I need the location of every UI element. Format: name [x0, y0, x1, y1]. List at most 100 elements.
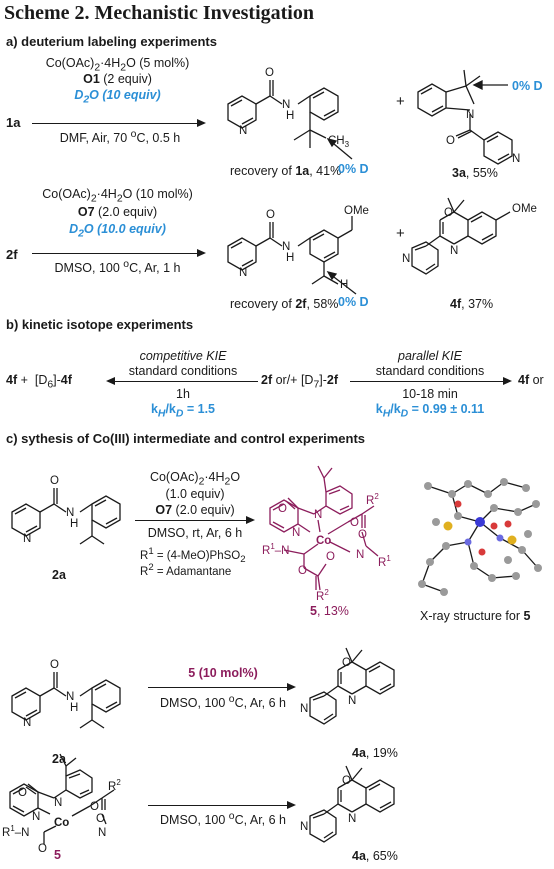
kie-competitive-condition: standard conditions — [128, 364, 238, 378]
svg-text:O: O — [96, 813, 105, 825]
rxn1-label-0d-b: 0% D — [512, 79, 543, 93]
svg-text:N: N — [282, 241, 290, 253]
rxn2-pointer-arrow — [326, 270, 357, 295]
structure-4f: O N OMe N — [402, 197, 537, 275]
atom-n-amide: N — [282, 99, 290, 111]
svg-text:Co: Co — [316, 535, 331, 547]
svg-text:CH3: CH3 — [328, 135, 350, 149]
svg-text:O: O — [38, 843, 47, 855]
svg-text:H: H — [70, 518, 78, 530]
atom-ome: OMe — [344, 205, 369, 217]
section-b-heading: b) kinetic isotope experiments — [6, 317, 194, 332]
rxn3-r2-definition: R2 = Adamantane — [140, 562, 232, 578]
rxn5-condition-solvent: DMSO, 100 oC, Ar, 6 h — [160, 811, 286, 828]
svg-text:O: O — [18, 787, 27, 799]
svg-text:O: O — [326, 551, 335, 563]
structure-2f: N O N H OMe H — [227, 205, 369, 291]
svg-text:R1–N: R1–N — [2, 824, 29, 839]
rxn1-condition-d2o: D2O (10 equiv) — [74, 88, 161, 106]
kie-parallel-title: parallel KIE — [398, 349, 462, 363]
rxn1-substrate-label: 1a — [6, 115, 21, 130]
kie-parallel-condition: standard conditions — [375, 364, 485, 378]
structure-3a: N O N — [417, 69, 520, 165]
svg-text:N: N — [348, 695, 356, 707]
rxn2-recovery-caption: recovery of 2f, 58% — [230, 297, 339, 311]
rxn4-arrow — [148, 682, 296, 691]
rxn2-product-caption: 4f, 37% — [450, 297, 494, 311]
kie-parallel-value: kH/kD = 0.99 ± 0.11 — [375, 402, 485, 420]
svg-text:O: O — [350, 517, 359, 529]
xray-caption: X-ray structure for 5 — [420, 609, 531, 623]
rxn5-substrate-label: 5 — [54, 848, 61, 862]
svg-text:N: N — [512, 153, 520, 165]
rxn1-pointer-arrow-b — [472, 79, 508, 91]
kie-left-products: 4f + [D6]-4f — [6, 373, 72, 391]
rxn3-product-caption: 5, 13% — [310, 604, 349, 618]
rxn1-product-caption: 3a, 55% — [452, 166, 498, 180]
rxn3-substrate-label: 2a — [52, 568, 66, 582]
svg-text:N: N — [32, 811, 40, 823]
svg-text:H: H — [70, 702, 78, 714]
xray-structure-image — [418, 478, 542, 596]
svg-text:N: N — [292, 527, 300, 539]
svg-text:O: O — [298, 565, 307, 577]
rxn2-condition-oxidant: O7 (2.0 equiv) — [77, 205, 158, 219]
structure-4a-middle: O N N — [300, 647, 395, 725]
svg-text:R1: R1 — [378, 554, 391, 569]
rxn2-plus: + — [396, 225, 405, 242]
svg-text:N: N — [356, 549, 364, 561]
svg-text:Co: Co — [54, 817, 69, 829]
svg-text:O: O — [266, 209, 275, 221]
kie-competitive-arrow — [106, 376, 258, 385]
svg-text:N: N — [98, 827, 106, 839]
atom-n-pyridine: N — [239, 125, 247, 137]
rxn5-product-caption: 4a, 65% — [352, 849, 398, 863]
structure-2a-middle: N O N H — [11, 659, 121, 729]
rxn2-label-0d: 0% D — [338, 295, 369, 309]
scheme-title: Scheme 2. Mechanistic Investigation — [4, 2, 314, 24]
svg-text:N: N — [66, 507, 74, 519]
svg-text:N: N — [300, 703, 308, 715]
svg-text:O: O — [50, 659, 59, 671]
svg-text:N: N — [300, 821, 308, 833]
svg-text:N: N — [23, 717, 31, 729]
rxn3-condition-solvent: DMSO, rt, Ar, 6 h — [147, 526, 243, 540]
rxn2-condition-solvent: DMSO, 100 oC, Ar, 1 h — [54, 259, 181, 276]
rxn1-condition-catalyst: Co(OAc)2·4H2O (5 mol%) — [45, 56, 190, 74]
svg-text:N: N — [66, 691, 74, 703]
section-c-heading: c) sythesis of Co(III) intermediate and … — [6, 431, 366, 446]
svg-text:N: N — [23, 533, 31, 545]
rxn2-substrate-label: 2f — [6, 247, 18, 262]
rxn2-condition-catalyst: Co(OAc)2·4H2O (10 mol%) — [42, 187, 193, 205]
svg-text:O: O — [358, 529, 367, 541]
rxn2-arrow — [32, 248, 206, 257]
svg-text:N: N — [450, 245, 458, 257]
section-a-heading: a) deuterium labeling experiments — [6, 34, 217, 49]
svg-text:O: O — [342, 657, 351, 669]
svg-text:H: H — [286, 252, 294, 264]
svg-text:N: N — [239, 267, 247, 279]
atom-o-carbonyl: O — [265, 67, 274, 79]
kie-parallel-arrow — [350, 376, 512, 385]
rxn2-condition-d2o: D2O (10.0 equiv) — [69, 222, 166, 240]
rxn4-product-caption: 4a, 19% — [352, 746, 398, 760]
svg-text:N: N — [54, 797, 62, 809]
structure-4a-bottom: O N N — [300, 765, 395, 843]
rxn3-condition-oxidant: O7 (2.0 equiv) — [155, 503, 235, 517]
rxn3-arrow — [135, 515, 255, 524]
structure-5-complex: O N N Co O R2 O N R1 R1–N O O R2 — [262, 465, 391, 603]
rxn4-condition-solvent: DMSO, 100 oC, Ar, 6 h — [160, 694, 286, 711]
svg-text:O: O — [90, 801, 99, 813]
rxn5-arrow — [148, 800, 296, 809]
structure-1a: N O N H CH3 — [227, 67, 350, 149]
kie-competitive-title: competitive KIE — [139, 349, 227, 363]
kie-competitive-value: kH/kD = 1.5 — [150, 402, 216, 420]
kie-competitive-time: 1h — [176, 387, 190, 401]
svg-text:O: O — [50, 475, 59, 487]
svg-text:O: O — [446, 135, 455, 147]
svg-text:N: N — [402, 253, 410, 265]
svg-text:N: N — [314, 509, 322, 521]
rxn4-substrate-label: 2a — [52, 752, 66, 766]
svg-text:N: N — [348, 813, 356, 825]
rxn3-r1-definition: R1 = (4-MeO)PhSO2 — [140, 546, 246, 566]
